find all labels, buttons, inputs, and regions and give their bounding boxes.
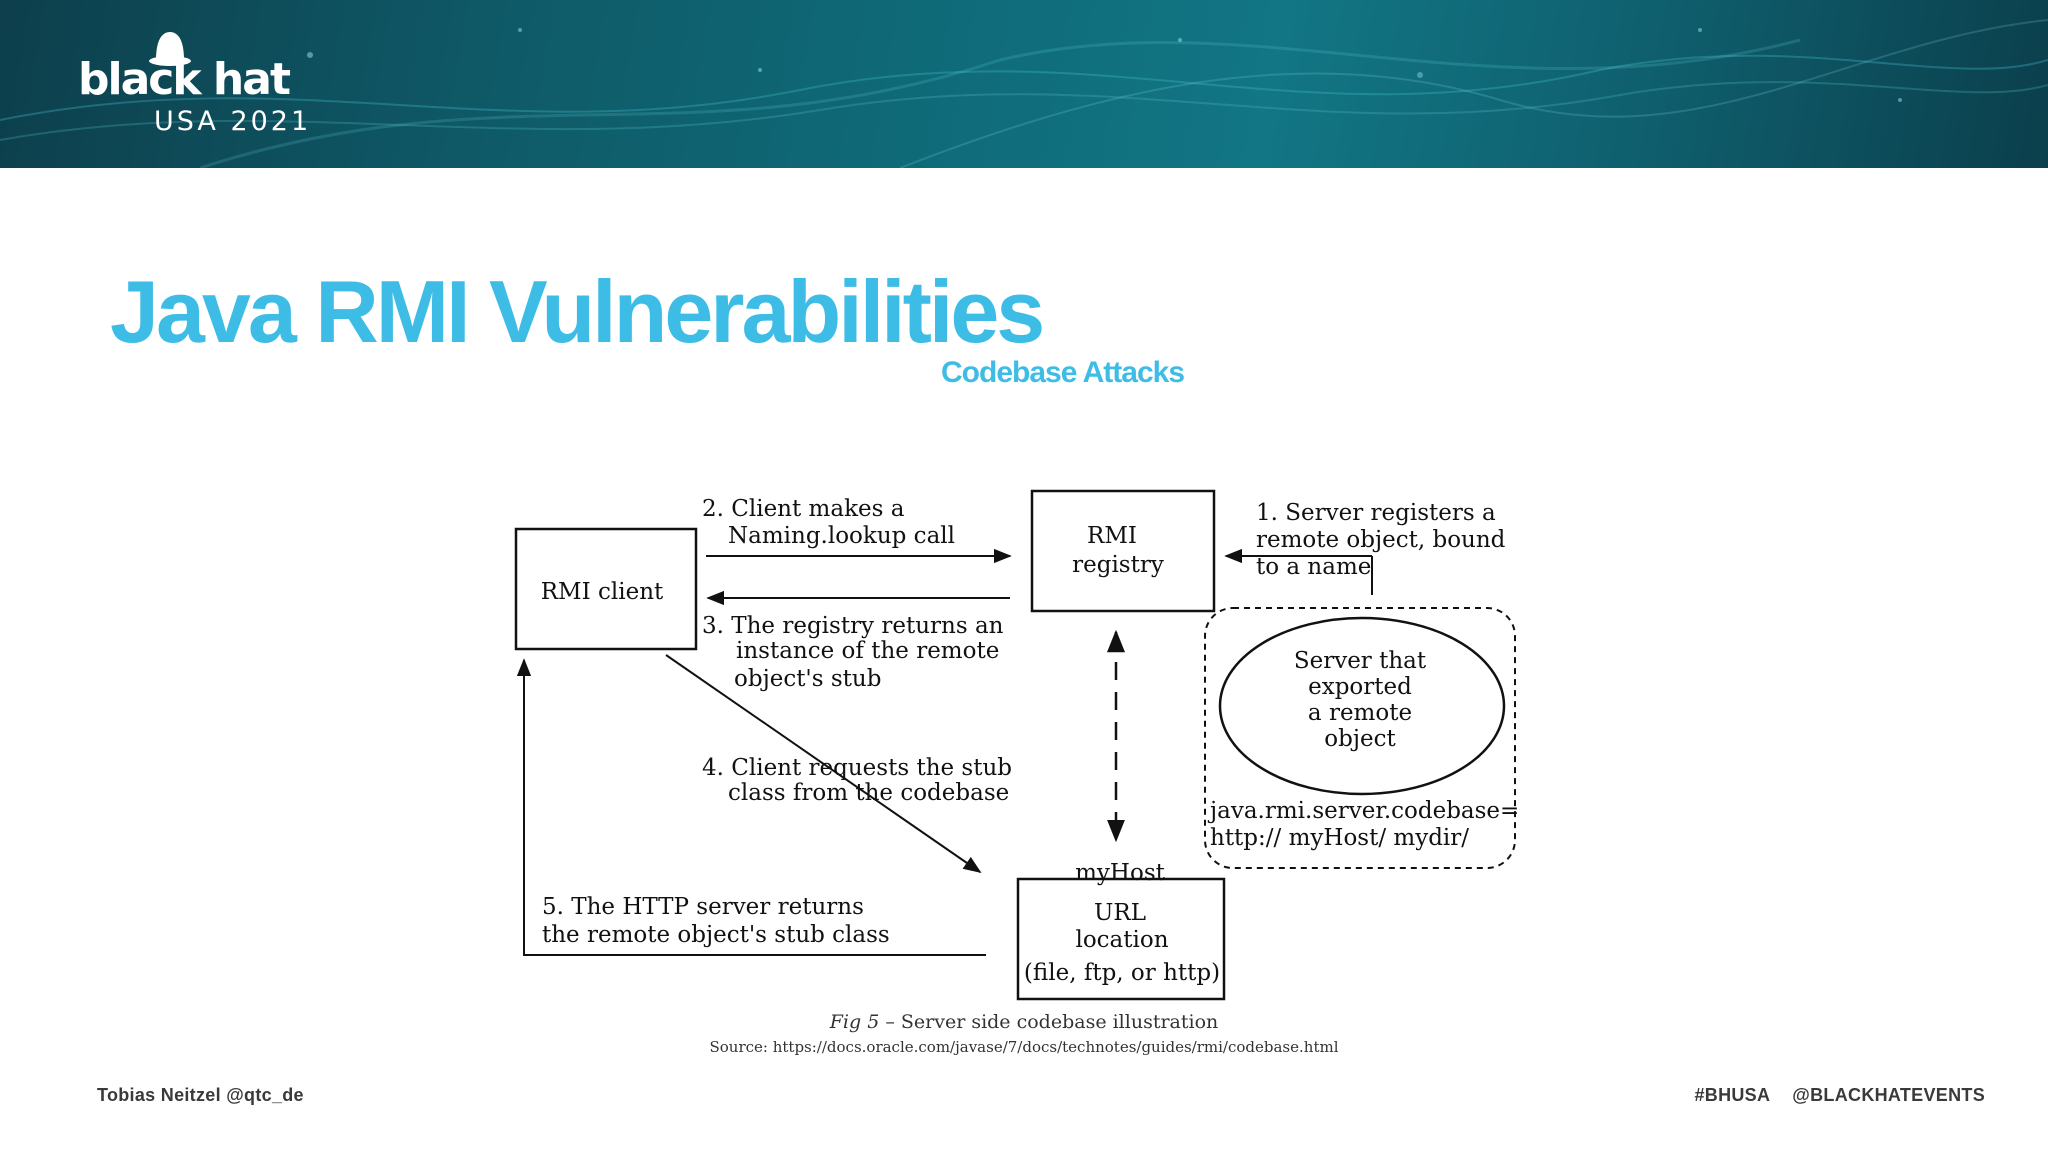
rmi-registry-box: [1030, 489, 1216, 613]
codebase-property-1: java.rmi.server.codebase=: [1207, 798, 1519, 824]
logo-wordmark: black hat: [78, 54, 291, 105]
footer-handle: @BLACKHATEVENTS: [1792, 1085, 1985, 1105]
footer-author: Tobias Neitzel @qtc_de: [97, 1085, 304, 1105]
url-label-1: URL: [1094, 900, 1146, 926]
url-label-2: location: [1075, 927, 1168, 953]
server-label-3: a remote: [1308, 700, 1412, 726]
step-1-label-3: to a name: [1256, 554, 1371, 580]
url-host-label: myHost: [1075, 860, 1166, 886]
step-3-label-2: instance of the remote: [736, 638, 999, 664]
codebase-property-2: http:// myHost/ mydir/: [1210, 825, 1469, 851]
figure-source: Source: https://docs.oracle.com/javase/7…: [709, 1038, 1339, 1056]
step-1-label-1: 1. Server registers a: [1256, 500, 1496, 526]
server-label-1: Server that: [1294, 648, 1427, 674]
step-5-label-2: the remote object's stub class: [542, 922, 890, 948]
slide-subtitle: Codebase Attacks: [941, 356, 1185, 389]
footer-hashtag: #BHUSA: [1694, 1085, 1771, 1105]
step-3-label-3: object's stub: [734, 666, 881, 692]
step-1-label-2: remote object, bound: [1256, 527, 1506, 553]
server-ellipse: [1218, 616, 1506, 796]
figure-caption-text: – Server side codebase illustration: [879, 1011, 1219, 1033]
logo-event-name: USA 2021: [154, 106, 312, 137]
header-banner: black hat USA 2021: [0, 0, 2048, 168]
rmi-codebase-diagram: RMI client RMI registry Server that expo…: [514, 489, 1519, 1001]
step-3-label-1: 3. The registry returns an: [702, 613, 1004, 639]
figure-caption: Fig 5 – Server side codebase illustratio…: [0, 1011, 2048, 1033]
figure-number: Fig 5: [829, 1011, 880, 1033]
rmi-registry-label-2: registry: [1072, 552, 1164, 578]
server-label-2: exported: [1308, 674, 1412, 700]
arrow-step-5: [516, 658, 986, 956]
server-label-4: object: [1324, 726, 1396, 752]
step-4-label-1: 4. Client requests the stub: [702, 755, 1012, 781]
url-location-box: [1016, 877, 1226, 1001]
rmi-client-box: [514, 527, 698, 651]
banner-wave-texture: [0, 19, 2048, 168]
rmi-client-label: RMI client: [541, 579, 664, 605]
footer-tags: #BHUSA @BLACKHATEVENTS: [1672, 1085, 1985, 1106]
step-4-label-2: class from the codebase: [728, 780, 1009, 806]
hat-logo-icon: [149, 32, 191, 66]
url-label-3: (file, ftp, or http): [1024, 960, 1220, 986]
server-dashed-box: [1204, 607, 1516, 869]
slide-title: Java RMI Vulnerabilities: [110, 262, 1045, 361]
arrow-step-4: [665, 654, 982, 874]
rmi-registry-label-1: RMI: [1087, 523, 1137, 549]
step-2-label-2: Naming.lookup call: [728, 523, 955, 549]
step-5-label-1: 5. The HTTP server returns: [542, 894, 864, 920]
step-2-label-1: 2. Client makes a: [702, 496, 905, 522]
